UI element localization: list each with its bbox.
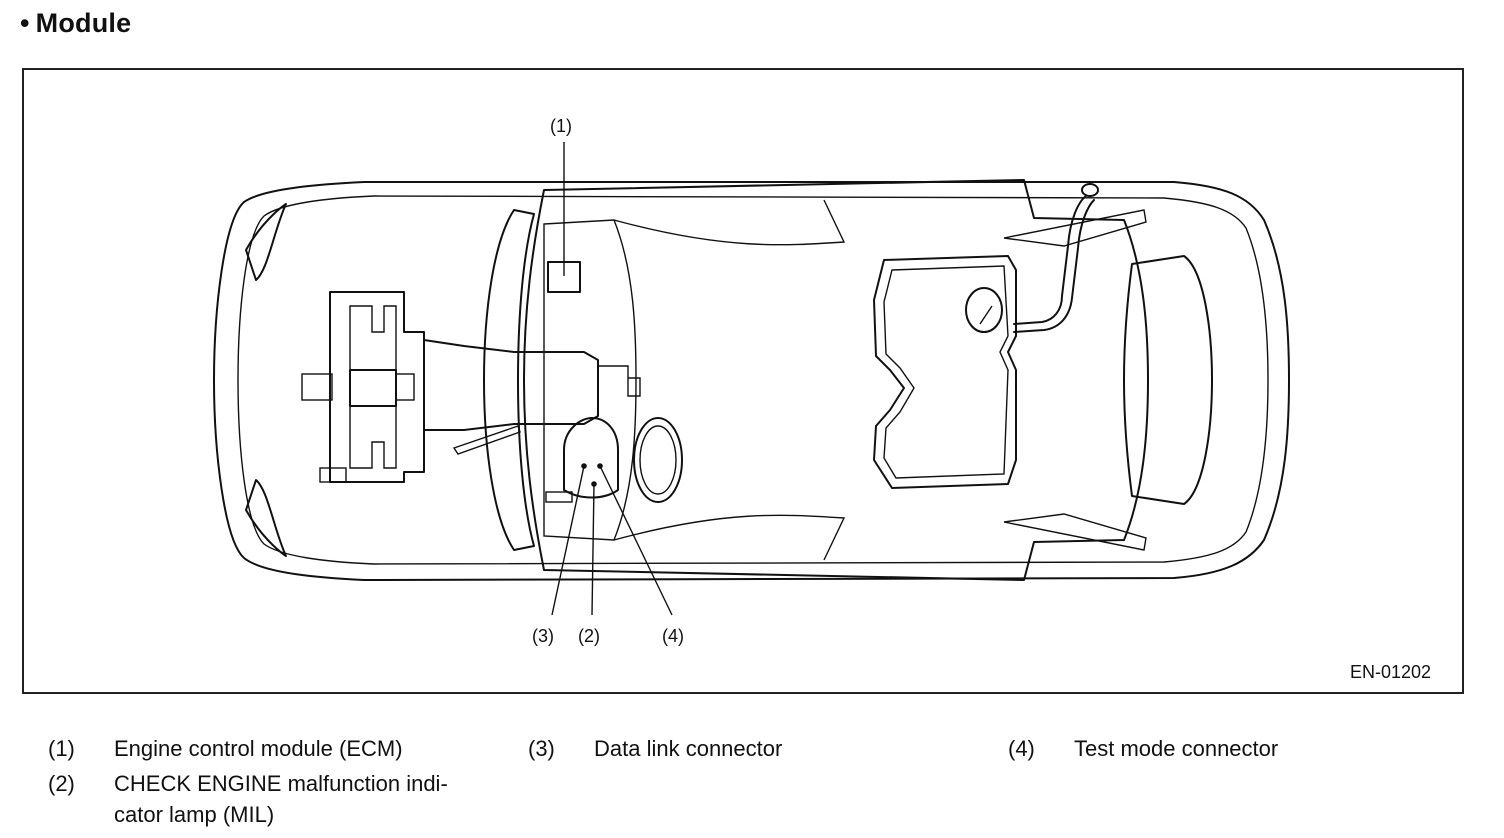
engine-side-part	[301, 373, 333, 401]
windshield	[483, 209, 535, 551]
steering-wheel	[633, 417, 683, 503]
legend-item-1-text: Engine control module (ECM)	[114, 736, 403, 761]
door-line-upper	[613, 199, 846, 246]
fuel-tank-inner	[883, 265, 1009, 479]
callout-1: (1)	[550, 116, 572, 136]
legend-item-3-number: (3)	[528, 736, 555, 761]
title-bullet: •	[20, 8, 30, 38]
page-title: •Module	[20, 8, 131, 39]
legend-item-4: (4) Test mode connector	[1008, 733, 1388, 764]
drive-shaft	[598, 365, 641, 397]
legend-item-3: (3) Data link connector	[528, 733, 928, 764]
legend-item-4-text: Test mode connector	[1074, 736, 1279, 761]
legend-item-2-text-line-1: CHECK ENGINE malfunction indi-	[114, 771, 448, 796]
callout-4: (4)	[662, 626, 684, 646]
engine-block	[329, 291, 425, 483]
steering-wheel-inner	[639, 425, 677, 495]
legend-item-1: (1) Engine control module (ECM)	[48, 733, 508, 764]
leader-line-2	[591, 483, 595, 616]
legend-item-3-text: Data link connector	[594, 736, 783, 761]
fuel-filler-pipe	[1013, 195, 1087, 325]
fuel-filler-cap	[1081, 183, 1099, 197]
engine-cylinders	[349, 305, 397, 469]
rear-quarter-window-lower	[1003, 513, 1147, 551]
engine-front-part	[319, 467, 347, 483]
cabin-outline	[523, 179, 1149, 581]
headlight-left-upper	[245, 203, 287, 281]
transmission	[423, 339, 599, 431]
legend-item-1-number: (1)	[48, 736, 75, 761]
car-body-inner-line	[237, 195, 1269, 565]
door-line-lower	[613, 514, 846, 561]
car-body-outline	[213, 181, 1290, 581]
diagram-svg: (1) (3) (2) (4) EN-01202	[213, 116, 1431, 682]
figure-id-label: EN-01202	[1350, 662, 1431, 682]
rear-quarter-window-upper	[1003, 209, 1147, 247]
engine-right-part	[395, 373, 415, 401]
fuel-filler-pipe-2	[1013, 199, 1095, 333]
headlight-left-lower	[245, 479, 287, 557]
leader-line-3	[551, 465, 585, 616]
legend-item-2: (2) CHECK ENGINE malfunction indi- cator…	[48, 768, 508, 830]
legend-item-2-number: (2)	[48, 771, 75, 796]
fuel-tank	[873, 255, 1017, 489]
callout-3: (3)	[532, 626, 554, 646]
legend-item-2-text-line-2: cator lamp (MIL)	[114, 802, 275, 827]
front-seat-area	[543, 219, 637, 541]
connector-panel	[563, 417, 619, 499]
fuel-pump	[965, 287, 1003, 333]
rear-window	[1123, 255, 1213, 505]
vehicle-module-diagram: (1) (3) (2) (4) EN-01202	[22, 68, 1464, 694]
fuel-pump-lever	[979, 305, 993, 325]
title-text: Module	[35, 8, 132, 38]
harness-line	[452, 425, 521, 455]
callout-2: (2)	[578, 626, 600, 646]
leader-line-4	[599, 465, 673, 616]
panel-tab	[545, 491, 573, 503]
legend-item-4-number: (4)	[1008, 736, 1035, 761]
engine-center-block	[349, 369, 397, 407]
